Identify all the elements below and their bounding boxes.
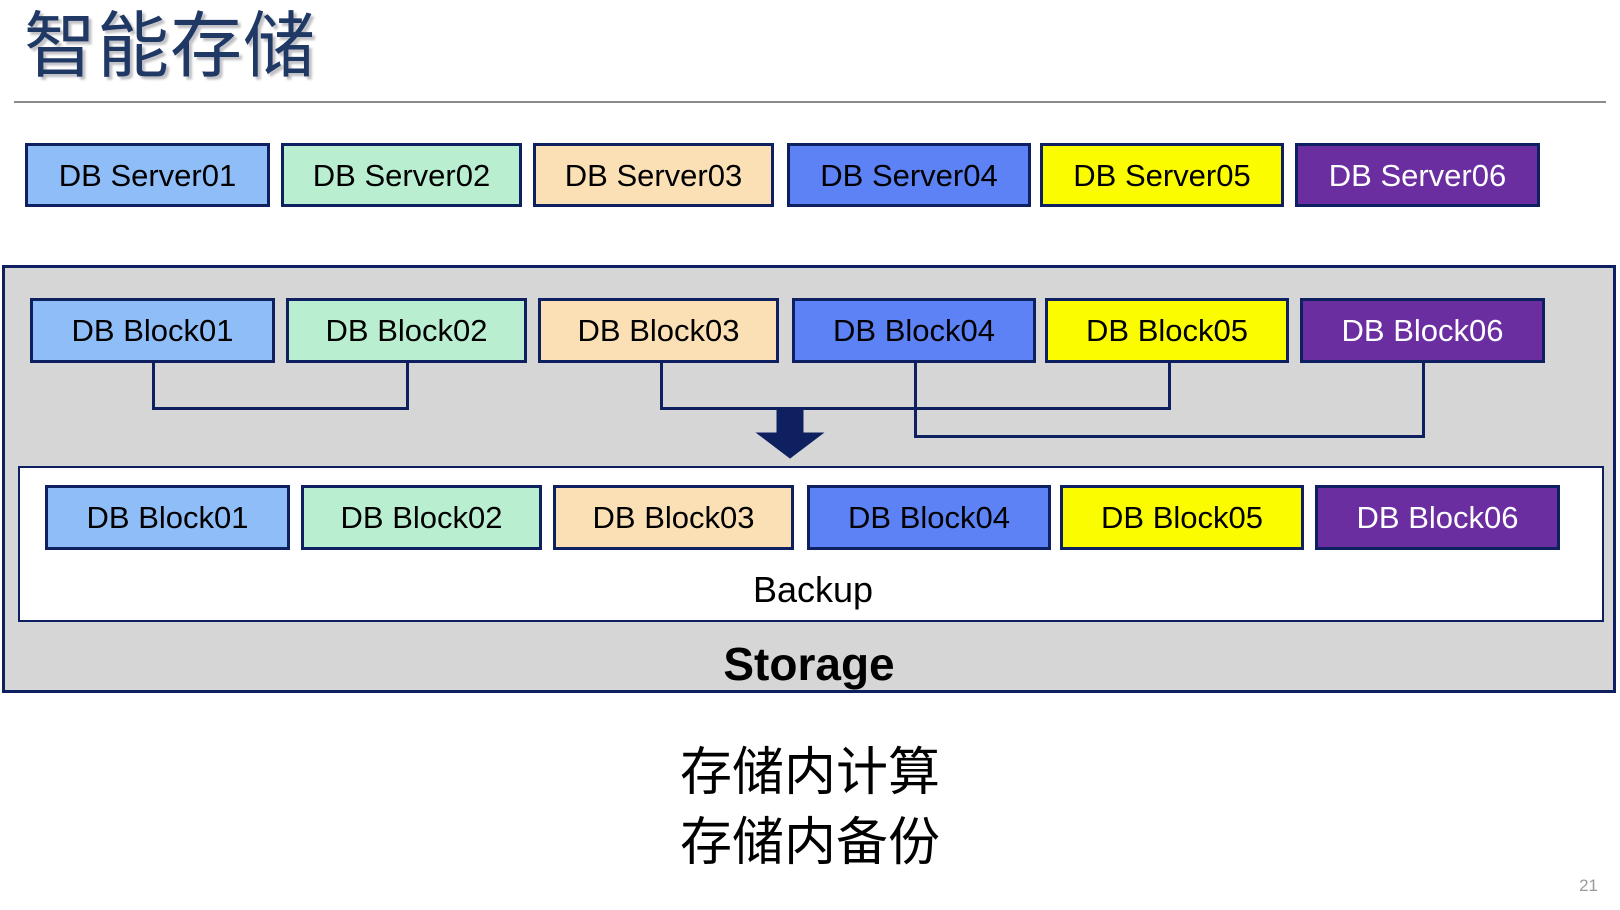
backup-label: Backup: [752, 569, 874, 610]
caption-line-2: 存储内备份: [679, 814, 940, 872]
db-block-primary-box-label: DB Block02: [325, 313, 488, 348]
title-divider: [14, 101, 1606, 103]
db-block-backup-box-label: DB Block06: [1356, 500, 1519, 535]
block01-to-block02-right-leg: [406, 363, 409, 410]
storage-panel: DB Block01 DB Block02 DB Block03 DB Block04…: [2, 265, 1616, 693]
db-block-backup-box-2[interactable]: DB Block02: [301, 485, 542, 550]
db-block-primary-box-label: DB Block03: [577, 313, 740, 348]
caption-line-1: 存储内计算: [679, 744, 940, 802]
db-block-primary-box-5[interactable]: DB Block05: [1045, 298, 1289, 363]
db-block-primary-box-3[interactable]: DB Block03: [538, 298, 779, 363]
db-block-backup-box-label: DB Block03: [592, 500, 755, 535]
db-server-box-label: DB Server05: [1073, 157, 1251, 193]
db-server-box-label: DB Server01: [58, 157, 237, 193]
block03-to-block05-right-leg: [1168, 363, 1171, 410]
db-block-backup-box-label: DB Block01: [86, 500, 249, 535]
db-block-primary-box-label: DB Block06: [1341, 313, 1504, 348]
block03-to-block05-left-leg: [660, 363, 663, 410]
db-block-backup-box-label: DB Block05: [1101, 500, 1263, 535]
db-block-backup-box-4[interactable]: DB Block04: [807, 485, 1051, 550]
block04-to-block06-left-leg: [914, 363, 917, 438]
db-server-box-2[interactable]: DB Server02: [281, 143, 522, 207]
db-block-backup-box-1[interactable]: DB Block01: [45, 485, 290, 550]
page-number: 21: [1579, 876, 1598, 895]
db-block-primary-box-1[interactable]: DB Block01: [30, 298, 275, 363]
db-server-box-label: DB Server06: [1328, 157, 1507, 193]
db-block-primary-box-6[interactable]: DB Block06: [1300, 298, 1545, 363]
db-server-box-1[interactable]: DB Server01: [25, 143, 270, 207]
db-block-backup-box-6[interactable]: DB Block06: [1315, 485, 1560, 550]
db-block-backup-box-label: DB Block04: [848, 500, 1010, 535]
caption-block: 存储内计算 存储内备份: [0, 738, 1620, 878]
db-block-primary-box-2[interactable]: DB Block02: [286, 298, 527, 363]
db-server-box-label: DB Server02: [312, 157, 491, 193]
page-title: 智能存储: [24, 7, 317, 87]
db-block-backup-box-3[interactable]: DB Block03: [553, 485, 794, 550]
db-block-primary-box-label: DB Block01: [71, 313, 234, 348]
db-server-box-4[interactable]: DB Server04: [787, 143, 1031, 207]
db-block-primary-box-label: DB Block04: [833, 313, 995, 348]
db-block-primary-box-label: DB Block05: [1086, 313, 1248, 348]
backup-panel: DB Block01 DB Block02 DB Block03 DB Block04…: [18, 466, 1604, 622]
storage-label: Storage: [723, 638, 895, 690]
db-block-backup-box-label: DB Block02: [340, 500, 503, 535]
transfer-down-arrow: [755, 407, 825, 459]
block04-to-block06-right-leg: [1422, 363, 1425, 438]
db-server-box-3[interactable]: DB Server03: [533, 143, 774, 207]
block04-to-block06-crossbar: [914, 435, 1425, 438]
db-server-box-label: DB Server03: [564, 157, 743, 193]
block01-to-block02-crossbar: [152, 407, 409, 410]
db-server-box-5[interactable]: DB Server05: [1040, 143, 1284, 207]
db-block-primary-box-4[interactable]: DB Block04: [792, 298, 1036, 363]
block01-to-block02-left-leg: [152, 363, 155, 410]
db-block-backup-box-5[interactable]: DB Block05: [1060, 485, 1304, 550]
db-server-box-label: DB Server04: [820, 157, 998, 193]
db-server-box-6[interactable]: DB Server06: [1295, 143, 1540, 207]
